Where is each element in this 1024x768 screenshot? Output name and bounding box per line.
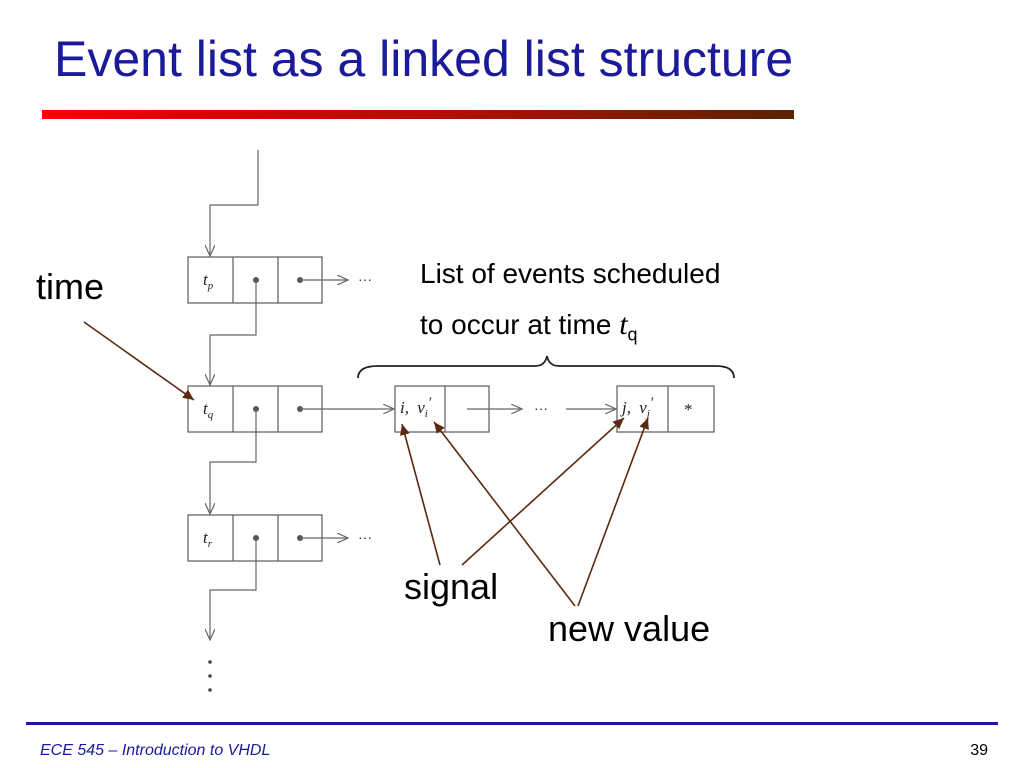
footer-course: ECE 545 – Introduction to VHDL xyxy=(40,742,271,759)
caption-sub: q xyxy=(627,324,638,345)
time-node-tp: tp xyxy=(187,256,323,304)
newvalue-arrow-i xyxy=(433,421,576,607)
svg-text:tq: tq xyxy=(203,399,214,421)
time-node-tq: tq xyxy=(187,385,323,433)
caption-line-2: to occur at time tq xyxy=(420,308,638,346)
event-i-value-sub: i xyxy=(425,408,428,420)
svg-text:j, vj′: j, vj′ xyxy=(620,395,654,420)
signal-arrow-i xyxy=(400,423,441,566)
vertical-ellipsis xyxy=(208,660,212,692)
svg-text:i, vi′: i, vi′ xyxy=(400,395,432,420)
event-list-brace xyxy=(357,355,735,379)
event-node-j: j, vj′ * xyxy=(616,385,715,433)
ellipsis-events: ··· xyxy=(534,400,548,416)
time-node-tp-var: t xyxy=(203,270,209,289)
time-node-tr-var: t xyxy=(203,528,209,547)
event-j-prime: ′ xyxy=(650,395,654,411)
head-pointer xyxy=(210,150,259,256)
event-i-value: v xyxy=(417,398,425,417)
time-node-tr-sub: r xyxy=(208,538,213,550)
time-node-tq-sub: q xyxy=(208,409,214,421)
event-j-signal: j xyxy=(620,398,627,417)
time-node-tr: tr xyxy=(187,514,323,562)
ellipsis-tr: ··· xyxy=(358,529,372,545)
svg-text:tr: tr xyxy=(203,528,213,550)
caption-line-1: List of events scheduled xyxy=(420,258,721,289)
caption-var: t xyxy=(619,308,628,341)
event-j-value-sub: j xyxy=(645,408,650,420)
event-i-signal: i xyxy=(400,398,405,417)
null-terminator: * xyxy=(684,400,693,419)
time-node-tq-var: t xyxy=(203,399,209,418)
new-value-label: new value xyxy=(548,608,711,649)
page-number: 39 xyxy=(970,742,988,759)
signal-arrow-j xyxy=(461,417,625,566)
annotation-arrows xyxy=(83,321,649,607)
svg-text:tp: tp xyxy=(203,270,214,292)
signal-label: signal xyxy=(404,566,499,607)
newvalue-arrow-j xyxy=(577,417,649,607)
event-j-value: v xyxy=(639,398,647,417)
event-i-prime: ′ xyxy=(428,395,432,411)
caption-prefix: to occur at time xyxy=(420,309,620,340)
ellipsis-tp: ··· xyxy=(358,271,372,287)
title-underline xyxy=(42,110,794,119)
footer-rule xyxy=(26,722,998,725)
time-label: time xyxy=(36,266,105,307)
time-node-tp-sub: p xyxy=(207,280,214,292)
slide-title: Event list as a linked list structure xyxy=(54,31,794,87)
time-arrow xyxy=(83,321,195,401)
